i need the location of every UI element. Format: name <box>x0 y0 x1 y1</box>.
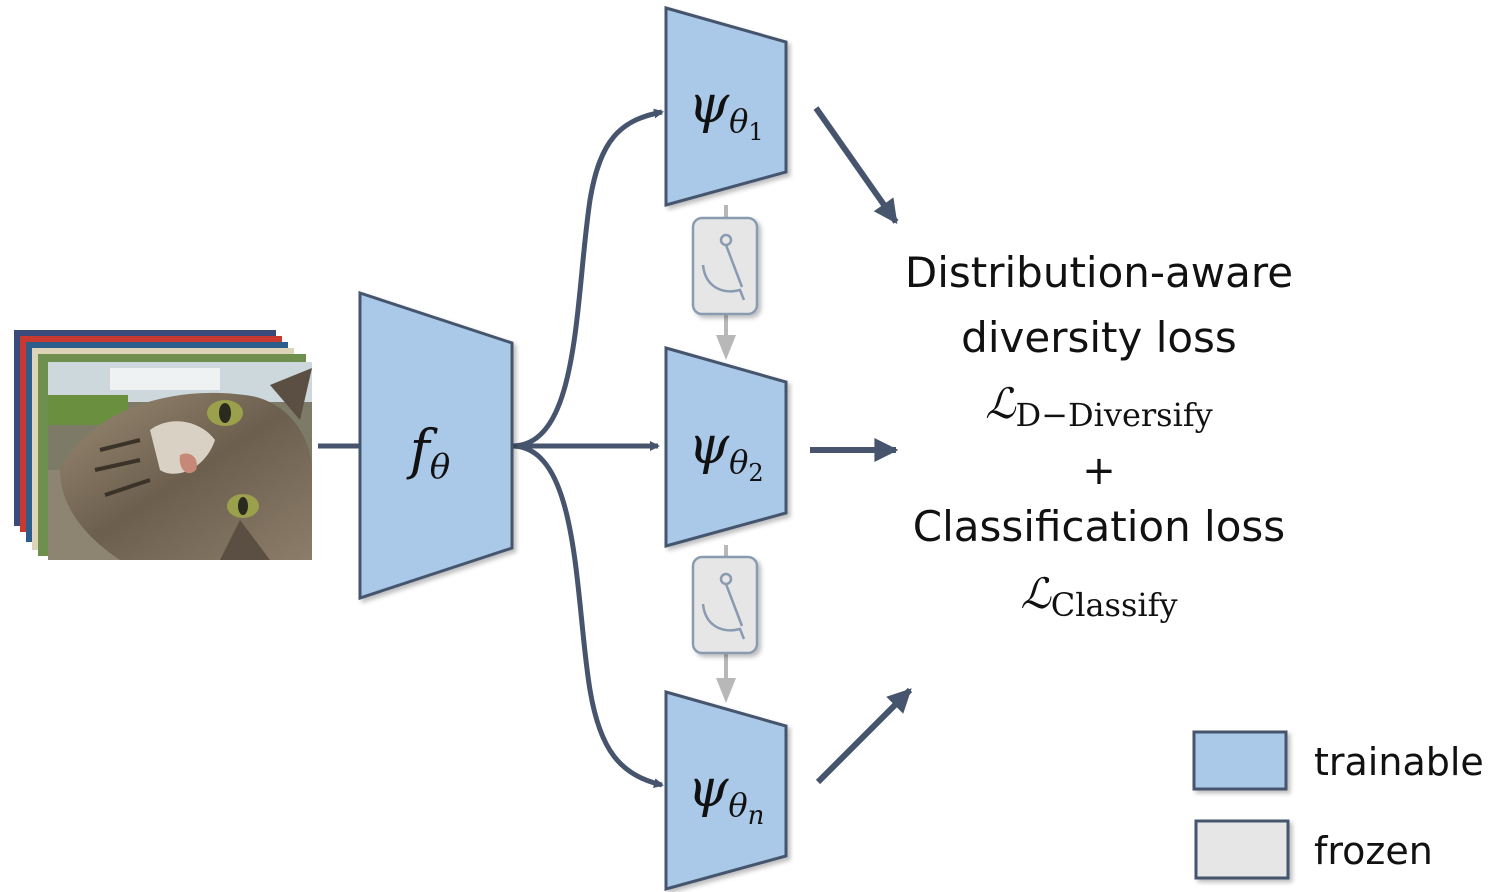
head-1-output-arrow <box>813 106 899 224</box>
cat-photo <box>48 362 312 560</box>
head-1-sub: θ <box>729 102 748 140</box>
diversify-subscript: D−Diversify <box>1016 396 1213 434</box>
loss-line-3: Classification loss <box>913 502 1285 551</box>
backbone-block: fθ <box>358 290 514 601</box>
head-n: ψθn <box>664 690 788 891</box>
classify-symbol: ℒ <box>1020 569 1051 618</box>
loss-text: Distribution-aware diversity loss ℒD−Div… <box>905 248 1293 624</box>
legend-frozen-swatch <box>1194 819 1290 880</box>
head-n-output-arrow <box>815 687 913 785</box>
head-1-symbol: ψ <box>688 75 730 135</box>
input-image-stack <box>14 330 312 560</box>
legend-trainable-swatch <box>1192 730 1288 791</box>
legend: trainable frozen <box>1192 730 1484 880</box>
loss-line-2: diversity loss <box>961 313 1237 362</box>
diversify-loss-symbol: ℒD−Diversify <box>985 379 1213 434</box>
diversify-symbol: ℒ <box>985 379 1016 428</box>
head-n-symbol: ψ <box>688 759 730 819</box>
head-2-subsub: 2 <box>748 459 763 487</box>
output-arrows <box>810 106 913 785</box>
anchor-icon <box>701 572 746 640</box>
svg-text:ψθn: ψθn <box>688 759 765 831</box>
head-n-subsub: n <box>748 801 765 831</box>
loss-line-1: Distribution-aware <box>905 248 1293 297</box>
frozen-connector-1 <box>691 205 759 360</box>
head-1: ψθ1 <box>664 6 788 207</box>
frozen-connector-2 <box>691 545 759 703</box>
classify-loss-symbol: ℒClassify <box>1020 569 1177 624</box>
anchor-icon <box>701 233 746 301</box>
legend-trainable-label: trainable <box>1314 740 1484 784</box>
plus-sign: + <box>1082 448 1116 494</box>
classify-subscript: Classify <box>1051 586 1178 624</box>
svg-text:ψθ1: ψθ1 <box>688 75 763 146</box>
arrow-to-head-n <box>511 443 664 789</box>
head-2-sub: θ <box>729 443 748 481</box>
head-1-subsub: 1 <box>748 118 763 146</box>
arrow-to-head-1 <box>511 108 664 449</box>
legend-frozen-label: frozen <box>1314 829 1433 873</box>
head-2-symbol: ψ <box>688 416 730 476</box>
head-n-sub: θ <box>728 786 747 824</box>
svg-text:ψθ2: ψθ2 <box>688 416 763 487</box>
connections <box>318 108 664 789</box>
head-2: ψθ2 <box>664 346 788 548</box>
backbone-subscript: θ <box>430 447 450 487</box>
